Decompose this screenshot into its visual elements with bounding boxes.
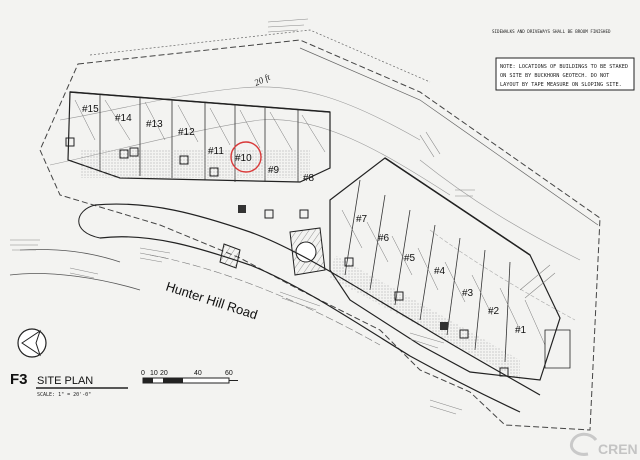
sheet-scale: SCALE: 1" = 20'-0": [37, 392, 91, 398]
scale-tick-60: 60: [225, 370, 233, 377]
lot-labels-upper: #15 #14 #13 #12 #11 #10 #9 #8: [82, 104, 315, 184]
top-note: SIDEWALKS AND DRIVEWAYS SHALL BE BROOM F…: [492, 29, 611, 34]
note-line-3: LAYOUT BY TAPE MEASURE ON SLOPING SITE.: [500, 82, 622, 88]
lot-label-2: #2: [488, 306, 500, 317]
fine-annotations: [10, 18, 556, 415]
lot-label-4: #4: [434, 266, 446, 277]
lot-label-6: #6: [378, 233, 390, 244]
lot-label-5: #5: [404, 253, 416, 264]
lot-label-13: #13: [146, 119, 163, 130]
upper-building-row: [65, 91, 331, 219]
scale-tick-0: 0: [141, 370, 145, 377]
sheet-title-block: F3 SITE PLAN SCALE: 1" = 20'-0": [10, 371, 128, 398]
cren-watermark: CREN: [569, 432, 638, 457]
sheet-title: SITE PLAN: [37, 375, 93, 387]
highlight-circle: [230, 141, 262, 173]
lot-labels-lower: #7 #6 #5 #4 #3 #2 #1: [356, 214, 527, 336]
lower-building-row: [329, 157, 571, 381]
lot-label-9: #9: [268, 165, 280, 176]
staking-note: NOTE: LOCATIONS OF BUILDINGS TO BE STAKE…: [495, 57, 635, 91]
turnaround: [219, 227, 326, 276]
lot-label-3: #3: [462, 288, 474, 299]
lot-label-15: #15: [82, 104, 99, 115]
scale-tick-20: 20: [160, 370, 168, 377]
lot-label-14: #14: [115, 113, 132, 124]
watermark-text: CREN: [598, 441, 638, 457]
lot-label-11: #11: [208, 146, 224, 157]
note-line-1: NOTE: LOCATIONS OF BUILDINGS TO BE STAKE…: [500, 64, 628, 70]
svg-text:20 ft: 20 ft: [253, 72, 272, 88]
lot-label-12: #12: [178, 127, 195, 138]
north-arrow-icon: [17, 328, 47, 358]
lot-label-10: #10: [235, 153, 252, 164]
scale-tick-10: 10: [150, 370, 158, 377]
road-name-label: Hunter Hill Road: [164, 279, 259, 323]
sheet-id: F3: [10, 371, 28, 388]
note-line-2: ON SITE BY BUCKHORN GEOTECH. DO NOT: [500, 73, 609, 79]
scale-tick-40: 40: [194, 370, 202, 377]
scale-bar: 0 10 20 40 60: [141, 370, 238, 384]
lot-label-7: #7: [356, 214, 368, 225]
lot-label-1: #1: [515, 325, 527, 336]
lot-label-8: #8: [303, 173, 315, 184]
